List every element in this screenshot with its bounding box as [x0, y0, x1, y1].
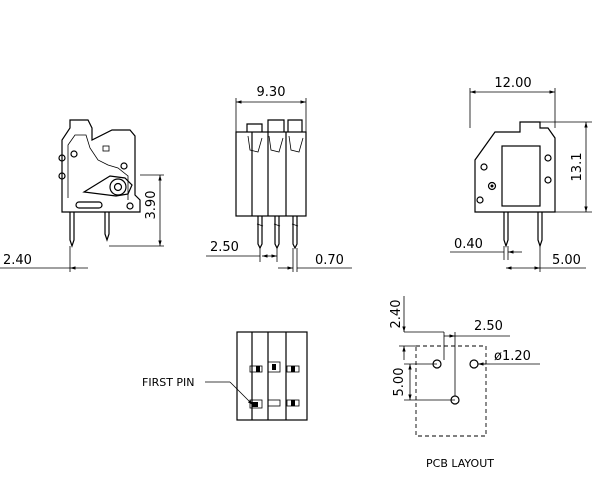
right-view: 12.00 13.1 0.40 5.00: [450, 76, 592, 272]
pcb-layout-label: PCB LAYOUT: [426, 457, 494, 470]
dim-0-40: 0.40: [454, 237, 483, 252]
front-view: 9.30 2.50 0.70: [206, 85, 352, 272]
dim-2-50-front: 2.50: [210, 240, 239, 255]
dim-2-40-side: 2.40: [3, 253, 32, 268]
pcb-hole-diameter: ø1.20: [494, 349, 531, 364]
dim-9-30: 9.30: [257, 85, 286, 100]
pcb-layout: 2.40 2.50 5.00 ø1.20 PCB LAYOUT: [389, 296, 540, 470]
pcb-dim-2-50: 2.50: [474, 319, 503, 334]
pcb-dim-2-40: 2.40: [389, 300, 404, 329]
dim-0-70: 0.70: [315, 253, 344, 268]
pcb-dim-5-00: 5.00: [392, 368, 407, 397]
dim-3-90: 3.90: [144, 191, 159, 220]
first-pin-label: FIRST PIN: [142, 376, 195, 389]
side-view: 3.90 2.40: [0, 119, 164, 272]
dim-5-00-right: 5.00: [552, 253, 581, 268]
bottom-view: FIRST PIN: [142, 331, 308, 421]
dim-13-1: 13.1: [570, 153, 585, 182]
dim-12-00: 12.00: [494, 76, 531, 91]
